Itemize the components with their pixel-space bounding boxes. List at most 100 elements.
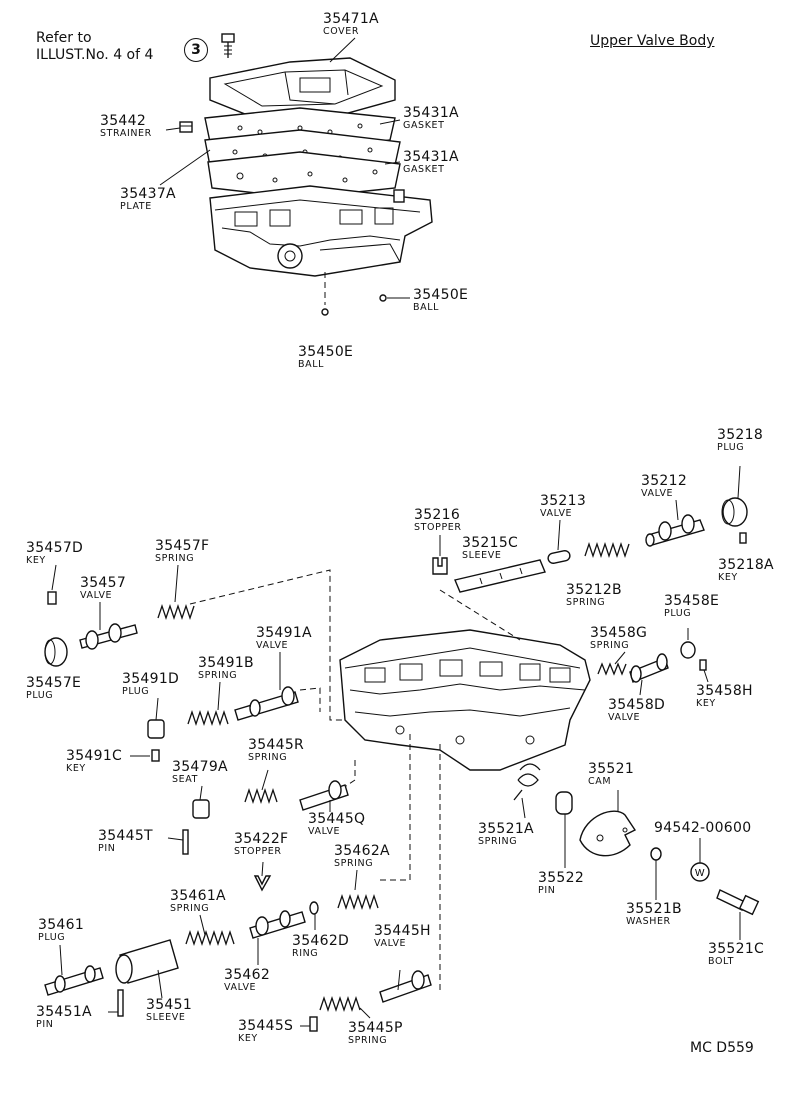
spring-35212b-drawing <box>584 541 630 559</box>
key-35445s-drawing <box>309 1016 318 1032</box>
lower-valve-body-drawing <box>339 629 591 771</box>
pin-35451a-drawing <box>117 989 124 1017</box>
cover-drawing <box>209 57 396 119</box>
valve-35491a-drawing <box>234 686 299 721</box>
key-35458h-drawing <box>699 659 707 671</box>
strainer-drawing <box>179 121 193 133</box>
spring-35458g-drawing <box>597 662 627 676</box>
bolt-35521c-drawing <box>716 889 760 916</box>
valve-35458d-drawing <box>629 653 669 683</box>
diagram-title: Upper Valve Body <box>590 33 715 49</box>
spring-35445p-drawing <box>319 995 361 1013</box>
pin-35522-drawing <box>555 791 573 815</box>
diagram-code: MC D559 <box>690 1040 754 1056</box>
cam-35521-drawing <box>579 810 637 857</box>
plug-35457e-drawing <box>44 637 68 667</box>
valve-35457-drawing <box>79 623 138 650</box>
plug-35461-drawing <box>44 965 104 996</box>
ball-icon <box>321 308 329 316</box>
washer-35521b-drawing <box>650 847 662 861</box>
sleeve-35215c-drawing <box>454 559 546 593</box>
valve-35212-drawing <box>645 514 705 547</box>
stopper-35422f-drawing <box>253 875 272 892</box>
ring-35462d-drawing <box>309 901 319 915</box>
spring-35461a-drawing <box>185 929 235 947</box>
key-35218a-drawing <box>739 532 747 544</box>
refer-circle-badge: 3 <box>184 38 208 62</box>
sleeve-35451-drawing <box>115 939 179 984</box>
spring-35445r-drawing <box>244 787 278 805</box>
gasket-lower-drawing <box>207 151 401 199</box>
valve-35445q-drawing <box>299 780 349 811</box>
ball-icon <box>379 294 387 302</box>
plate-leader-line <box>159 149 211 186</box>
plug-35458e-drawing <box>680 641 696 659</box>
spring-35521a-drawing <box>513 763 541 801</box>
valve-35213-drawing <box>547 550 571 564</box>
seat-35479a-drawing <box>192 799 210 819</box>
valve-35462-drawing <box>249 910 306 939</box>
valve-35445h-drawing <box>379 970 432 1003</box>
spring-35457f-drawing <box>157 603 195 621</box>
plug-35218-drawing <box>721 497 748 527</box>
plug-35491d-drawing <box>147 719 165 739</box>
key-35457d-drawing <box>47 591 57 605</box>
spring-35462a-drawing <box>337 893 379 911</box>
label-94542-00600: 94542-00600 <box>654 820 752 836</box>
upper-valve-body-drawing <box>209 185 433 277</box>
key-35491c-drawing <box>151 749 160 762</box>
refer-line-2: ILLUST.No. 4 of 4 <box>36 47 154 63</box>
svg-text:W: W <box>695 868 705 879</box>
stopper-35216-drawing <box>432 557 448 575</box>
pin-35445t-drawing <box>182 829 189 855</box>
bolt-icon <box>221 33 235 58</box>
spring-35491b-drawing <box>187 709 229 727</box>
